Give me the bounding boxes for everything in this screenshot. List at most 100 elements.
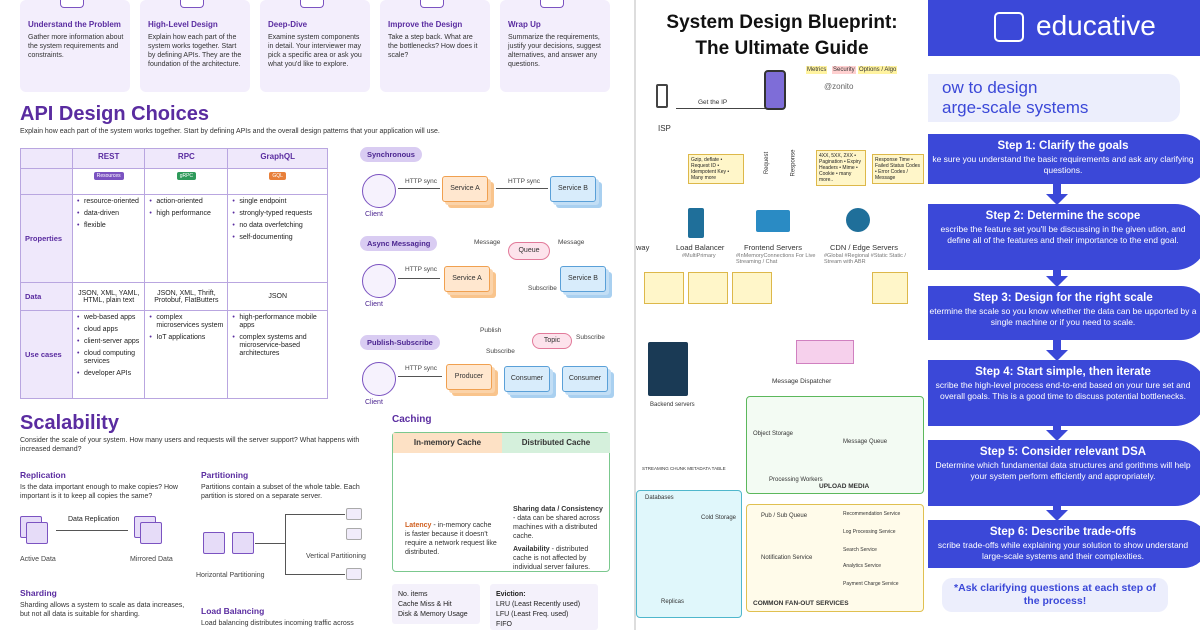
list-item: web-based apps bbox=[77, 314, 140, 322]
mirror-data-icon bbox=[140, 522, 162, 544]
partition-node bbox=[346, 528, 362, 540]
tower-icon bbox=[656, 84, 668, 108]
step-icon bbox=[180, 0, 204, 8]
message-queue-label: Message Queue bbox=[843, 439, 888, 445]
databases-label: Databases bbox=[645, 495, 674, 501]
step-desc: scribe trade-offs while explaining your … bbox=[937, 540, 1189, 561]
down-arrow-icon bbox=[1046, 276, 1068, 287]
client-icon: Client bbox=[362, 264, 396, 308]
step-text: Gather more information about the system… bbox=[28, 34, 124, 59]
queue-box: Queue bbox=[508, 242, 550, 260]
caching-title: Caching bbox=[392, 414, 432, 425]
step-title: Step 4: Start simple, then iterate bbox=[975, 366, 1151, 378]
data-cell: JSON, XML, Thrift, Protobuf, FlatButters bbox=[144, 282, 229, 311]
load-balancing-text: Load balancing distributes incoming traf… bbox=[201, 620, 354, 627]
list-item: no data overfetching bbox=[232, 222, 323, 230]
object-storage-label: Object Storage bbox=[753, 431, 794, 437]
service-label: Search Service bbox=[843, 547, 877, 553]
http-label: HTTP sync bbox=[405, 365, 438, 372]
replication-text: Is the data important enough to make cop… bbox=[20, 484, 178, 500]
service-label: Recommendation Service bbox=[843, 511, 901, 517]
backend-server-icon bbox=[648, 342, 688, 396]
availability-desc: - distributed cache is not affected by i… bbox=[513, 546, 591, 571]
consumer-box: Consumer bbox=[562, 366, 608, 392]
service-label: Analytics Service bbox=[843, 563, 882, 569]
educative-header: educative bbox=[928, 0, 1200, 56]
down-arrow-icon bbox=[1053, 426, 1061, 432]
list-item: complex systems and microservice-based a… bbox=[232, 334, 323, 358]
educative-panel: educative ow to design arge-scale system… bbox=[928, 0, 1200, 630]
blueprint-panel: System Design Blueprint: The Ultimate Gu… bbox=[634, 0, 926, 630]
cdn-sub: #Global #Regional #Static Static / Strea… bbox=[824, 253, 906, 265]
step-desc: etermine the scale so you know whether t… bbox=[929, 306, 1197, 327]
replication-label: Data Replication bbox=[68, 516, 120, 523]
active-data-label: Active Data bbox=[20, 556, 56, 563]
client-label: Client bbox=[365, 301, 383, 308]
step-icon bbox=[540, 0, 564, 8]
sharding-title: Sharding bbox=[20, 588, 57, 598]
vertical-partitioning-label: Vertical Partitioning bbox=[306, 553, 366, 560]
list-item: resource-oriented bbox=[77, 198, 140, 206]
consumer-box: Consumer bbox=[504, 366, 550, 392]
list-item: strongly-typed requests bbox=[232, 210, 323, 218]
list-item: LFU (Least Freq. used) bbox=[496, 611, 569, 618]
list-item: Cache Miss & Hit bbox=[398, 601, 452, 608]
list-item: self-documenting bbox=[232, 234, 323, 242]
load-balancer-label: Load Balancer bbox=[676, 243, 725, 252]
service-label: Payment Charge Service bbox=[843, 581, 899, 587]
educative-brand: educative bbox=[1036, 10, 1156, 41]
fanout-label: COMMON FAN-OUT SERVICES bbox=[753, 600, 849, 607]
step-text: Take a step back. What are the bottlenec… bbox=[388, 34, 478, 59]
service-b-box: Service B bbox=[560, 266, 606, 292]
frontend-server-icon bbox=[756, 210, 790, 232]
producer-box: Producer bbox=[446, 364, 492, 390]
list-item: flexible bbox=[77, 222, 140, 230]
databases-zone: Databases Replicas Cold Storage bbox=[636, 490, 742, 618]
request-label: Request bbox=[764, 151, 771, 175]
availability-label: Availability bbox=[513, 546, 550, 553]
blueprint-subtitle: The Ultimate Guide bbox=[695, 38, 869, 59]
educative-title: ow to design arge-scale systems bbox=[942, 78, 1089, 117]
frontend-sub: #InMemoryConnections For Live Streaming … bbox=[736, 253, 816, 265]
http-label: HTTP sync bbox=[508, 178, 541, 185]
list-item: FIFO bbox=[496, 621, 512, 628]
step-title: Step 5: Consider relevant DSA bbox=[979, 446, 1147, 458]
down-arrow-icon bbox=[1053, 184, 1061, 196]
message-label: Message bbox=[474, 239, 501, 246]
client-icon: Client bbox=[362, 362, 396, 406]
tag: Options / Algo bbox=[858, 66, 898, 74]
load-balancer-sub: #MultiPrimary bbox=[682, 253, 716, 259]
graphql-tag: GQL bbox=[269, 172, 286, 180]
title-box: ow to design arge-scale systems bbox=[928, 74, 1180, 122]
down-arrow-icon bbox=[1046, 350, 1068, 361]
list-item: complex microservices system bbox=[149, 314, 223, 330]
request-tags: Gzip, deflate • Request ID • Idempotent … bbox=[688, 154, 744, 184]
down-arrow-icon bbox=[1053, 340, 1061, 352]
col-rest: REST bbox=[71, 148, 146, 169]
step-icon bbox=[60, 0, 84, 8]
replicas-label: Replicas bbox=[661, 599, 685, 605]
client-icon: Client bbox=[362, 174, 396, 218]
step-title: High-Level Design bbox=[148, 20, 218, 29]
get-ip-label: Get the IP bbox=[698, 99, 728, 106]
data-cell: JSON bbox=[227, 282, 328, 311]
frontend-label: Frontend Servers bbox=[744, 243, 802, 252]
partitioning-text: Partitions contain a subset of the whole… bbox=[201, 484, 360, 500]
service-a-box: Service A bbox=[444, 266, 490, 292]
partition-node bbox=[346, 568, 362, 580]
client-label: Client bbox=[365, 399, 383, 406]
step-text: Summarize the requirements, justify your… bbox=[508, 34, 601, 68]
gateway-label: way bbox=[636, 243, 650, 252]
publish-label: Publish bbox=[480, 327, 502, 334]
upload-media-zone: Object Storage Message Queue Processing … bbox=[746, 396, 924, 494]
dispatcher-label: Message Dispatcher bbox=[772, 378, 832, 385]
list-item: developer APIs bbox=[77, 370, 140, 378]
step-desc: Determine which fundamental data structu… bbox=[935, 460, 1191, 481]
step-title: Deep-Dive bbox=[268, 20, 308, 29]
